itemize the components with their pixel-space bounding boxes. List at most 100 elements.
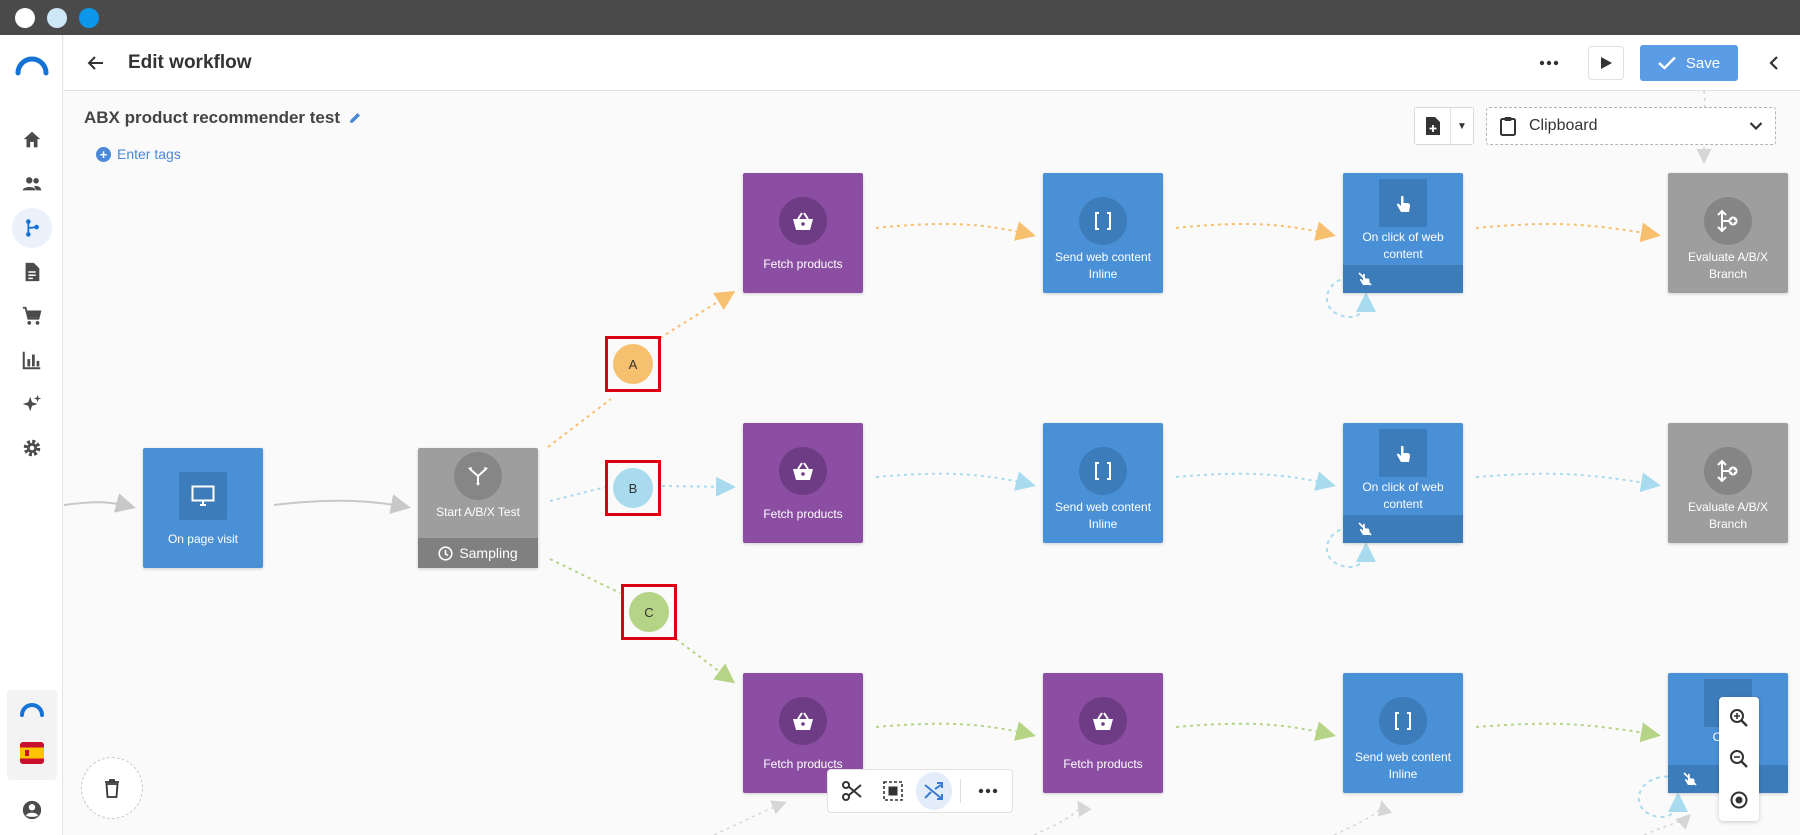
sidebar-item-ai[interactable] <box>12 384 52 424</box>
auto-arrange-button[interactable] <box>915 772 953 810</box>
sidebar-item-content[interactable] <box>12 252 52 292</box>
toolbar-divider <box>960 779 962 803</box>
no-click-footer[interactable] <box>1343 265 1463 293</box>
node-label: On click of web content <box>1347 479 1459 513</box>
node-label-line1: On click of web <box>1362 480 1444 494</box>
new-from-clipboard-button[interactable]: ▼ <box>1414 107 1474 145</box>
sidebar <box>0 35 63 835</box>
node-label: Fetch products <box>763 507 843 521</box>
window-close-dot[interactable] <box>15 8 35 28</box>
branch-b-marker[interactable]: B <box>605 460 661 516</box>
zoom-out-icon[interactable] <box>1729 749 1749 769</box>
chevron-down-icon <box>1749 122 1763 131</box>
enter-tags-button[interactable]: + Enter tags <box>96 146 181 162</box>
back-button[interactable] <box>82 49 110 77</box>
node-start-ab-test[interactable]: Start A/B/X Test Sampling <box>418 448 538 568</box>
canvas-toolbar <box>827 769 1013 813</box>
brand-logo-icon[interactable] <box>14 53 50 77</box>
connector-layer <box>64 91 1712 835</box>
branch-a-label: A <box>613 344 653 384</box>
branch-a-marker[interactable]: A <box>605 336 661 392</box>
clipboard-select[interactable]: Clipboard <box>1486 107 1776 145</box>
merge-plus-icon <box>1704 447 1752 495</box>
more-icon <box>978 788 997 794</box>
node-on-click-b[interactable]: On click of web content <box>1343 423 1463 543</box>
node-label: On page visit <box>167 532 239 546</box>
no-click-footer[interactable] <box>1343 515 1463 543</box>
node-label: Fetch products <box>1063 757 1143 771</box>
basket-icon <box>779 697 827 745</box>
clock-icon <box>438 545 453 561</box>
chevron-left-icon <box>1769 56 1778 70</box>
run-button[interactable] <box>1588 46 1624 80</box>
sampling-footer[interactable]: Sampling <box>418 538 538 568</box>
branch-c-marker[interactable]: C <box>621 584 677 640</box>
window-minimize-dot[interactable] <box>47 8 67 28</box>
tap-icon <box>1379 179 1427 227</box>
cut-button[interactable] <box>834 772 871 810</box>
tap-off-icon <box>1358 272 1372 286</box>
node-label-line2: content <box>1383 497 1423 511</box>
sidebar-item-account[interactable] <box>12 790 52 830</box>
zoom-in-icon[interactable] <box>1729 708 1749 728</box>
sparkle-icon <box>22 394 42 412</box>
spain-flag-icon[interactable] <box>20 742 44 764</box>
gear-icon <box>23 439 41 457</box>
pencil-icon[interactable] <box>348 111 362 125</box>
sidebar-item-commerce[interactable] <box>12 296 52 336</box>
sidebar-item-users[interactable] <box>12 164 52 204</box>
select-area-button[interactable] <box>875 772 912 810</box>
node-label-line1: On click of web <box>1362 230 1444 244</box>
header: Edit workflow Save <box>64 35 1800 91</box>
cart-icon <box>22 306 42 325</box>
node-evaluate-abx-b[interactable]: Evaluate A/B/X Branch <box>1668 423 1788 543</box>
home-icon <box>23 131 41 148</box>
node-fetch-products-a[interactable]: Fetch products <box>743 173 863 293</box>
collapse-panel-button[interactable] <box>1760 49 1788 77</box>
sampling-label: Sampling <box>459 545 518 561</box>
more-options-button[interactable] <box>1532 49 1566 77</box>
brackets-icon <box>1079 447 1127 495</box>
recenter-icon[interactable] <box>1729 790 1749 810</box>
sidebar-item-settings[interactable] <box>12 428 52 468</box>
window-titlebar <box>0 0 1800 35</box>
branch-b-label: B <box>613 468 653 508</box>
scissors-icon <box>842 781 863 801</box>
node-on-page-visit[interactable]: On page visit <box>143 448 263 568</box>
clipboard-selected: Clipboard <box>1529 117 1598 134</box>
caret-down-icon[interactable]: ▼ <box>1457 120 1467 132</box>
node-label-line1: Send web content <box>1354 750 1452 764</box>
plus-circle-icon: + <box>96 146 111 162</box>
brand-logo-icon[interactable] <box>19 702 45 723</box>
node-fetch-products-c2[interactable]: Fetch products <box>1043 673 1163 793</box>
node-label: Fetch products <box>763 757 843 771</box>
sidebar-item-analytics[interactable] <box>12 340 52 380</box>
account-icon <box>22 800 42 820</box>
save-button[interactable]: Save <box>1640 45 1738 81</box>
page-title: Edit workflow <box>128 52 252 73</box>
node-label: Fetch products <box>763 257 843 271</box>
delete-drop-zone[interactable] <box>81 757 143 819</box>
tap-off-icon <box>1683 772 1697 786</box>
sidebar-item-workflows[interactable] <box>12 208 52 248</box>
window-maximize-dot[interactable] <box>79 8 99 28</box>
chart-icon <box>22 351 41 370</box>
basket-icon <box>779 197 827 245</box>
workflow-canvas[interactable]: ABX product recommender test + Enter tag… <box>64 91 1800 835</box>
sidebar-item-home[interactable] <box>12 120 52 160</box>
trash-icon <box>105 779 119 798</box>
node-evaluate-abx-a[interactable]: Evaluate A/B/X Branch <box>1668 173 1788 293</box>
node-label-line2: Inline <box>1388 767 1418 781</box>
workflow-icon <box>26 219 39 237</box>
toolbar-more-button[interactable] <box>969 772 1006 810</box>
node-fetch-products-b[interactable]: Fetch products <box>743 423 863 543</box>
save-button-label: Save <box>1685 54 1721 72</box>
